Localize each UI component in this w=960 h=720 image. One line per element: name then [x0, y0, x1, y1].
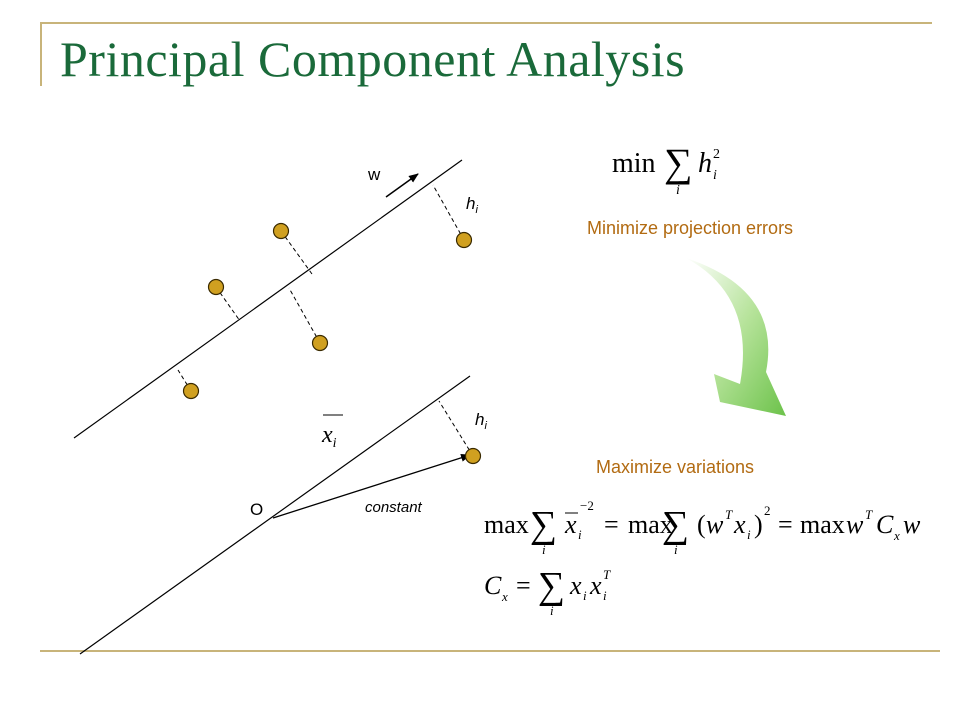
- projection-diagram-upper: w hi: [73, 159, 478, 439]
- max-operator-1: max: [484, 510, 529, 539]
- x-sup: −2: [580, 498, 594, 513]
- data-point: [182, 382, 200, 400]
- w-direction-arrow: [385, 173, 419, 198]
- bottom-frame-line: [40, 650, 940, 652]
- c-term: C: [876, 510, 894, 539]
- h-i-label-lower: hi: [475, 410, 487, 432]
- x-term: x: [589, 571, 602, 600]
- x-term: x: [569, 571, 582, 600]
- maximize-formula: max ∑ i x i −2 = max ∑ i ( w T x i ) 2 =…: [484, 498, 921, 557]
- h-i-label-upper: hi: [466, 194, 478, 216]
- c-sub: x: [501, 589, 508, 604]
- sum-index: i: [542, 542, 546, 557]
- projection-error-line: [288, 287, 321, 344]
- projection-error-line: [280, 230, 313, 275]
- projection-error-line: [432, 184, 465, 241]
- data-point: [455, 231, 473, 249]
- x-sub: i: [747, 527, 751, 542]
- constant-vector: [272, 453, 471, 519]
- principal-axis-line-upper: [73, 159, 463, 439]
- x-term: x: [564, 510, 577, 539]
- h-sub: i: [713, 168, 717, 183]
- x-sub: i: [578, 527, 582, 542]
- data-point: [311, 334, 329, 352]
- sum-index: i: [676, 183, 680, 198]
- maximize-caption: Maximize variations: [596, 457, 754, 477]
- w-term: w: [903, 510, 921, 539]
- slide-title: Principal Component Analysis: [60, 31, 686, 87]
- sum-symbol: ∑: [662, 504, 689, 546]
- max-operator-2: max: [628, 510, 673, 539]
- minimize-caption: Minimize projection errors: [587, 218, 793, 238]
- x-sub: i: [583, 588, 587, 603]
- left-frame-line: [40, 22, 42, 86]
- sum-symbol: ∑: [530, 504, 557, 546]
- open-paren: (: [697, 510, 706, 539]
- x-term: x: [733, 510, 746, 539]
- equals-sign-2: =: [778, 510, 793, 539]
- minimize-formula: min ∑ i h i 2: [612, 140, 720, 198]
- equals-sign-3: =: [516, 571, 531, 600]
- sum-symbol: ∑: [664, 140, 693, 185]
- c-sub: x: [893, 528, 900, 543]
- c-term: C: [484, 571, 502, 600]
- principal-axis-line-lower: [79, 375, 471, 655]
- paren-sup: 2: [764, 503, 771, 518]
- data-point: [207, 278, 225, 296]
- max-operator-3: max: [800, 510, 845, 539]
- h-sup: 2: [713, 147, 720, 162]
- equals-sign-1: =: [604, 510, 619, 539]
- close-paren: ): [754, 510, 763, 539]
- min-operator: min: [612, 148, 656, 179]
- w-term: w: [706, 510, 724, 539]
- constant-label: constant: [365, 499, 423, 516]
- transition-arrow: [686, 258, 786, 416]
- data-point: [464, 447, 482, 465]
- top-frame-line: [40, 22, 932, 24]
- x-sup: T: [603, 567, 611, 582]
- x-sub: i: [603, 588, 607, 603]
- sum-symbol: ∑: [538, 565, 565, 607]
- data-point: [272, 222, 290, 240]
- sum-index: i: [674, 542, 678, 557]
- w-term: w: [846, 510, 864, 539]
- w-sup: T: [865, 507, 873, 522]
- covariance-formula: C x = ∑ i x i x i T: [484, 565, 611, 618]
- origin-label: O: [250, 500, 263, 519]
- h-term: h: [698, 148, 712, 179]
- w-sup: T: [725, 507, 733, 522]
- w-label: w: [367, 165, 381, 184]
- projection-diagram-lower: hi O constant xi: [79, 375, 487, 655]
- sum-index: i: [550, 603, 554, 618]
- xbar-label: xi: [321, 422, 337, 451]
- projection-error-line: [438, 400, 474, 457]
